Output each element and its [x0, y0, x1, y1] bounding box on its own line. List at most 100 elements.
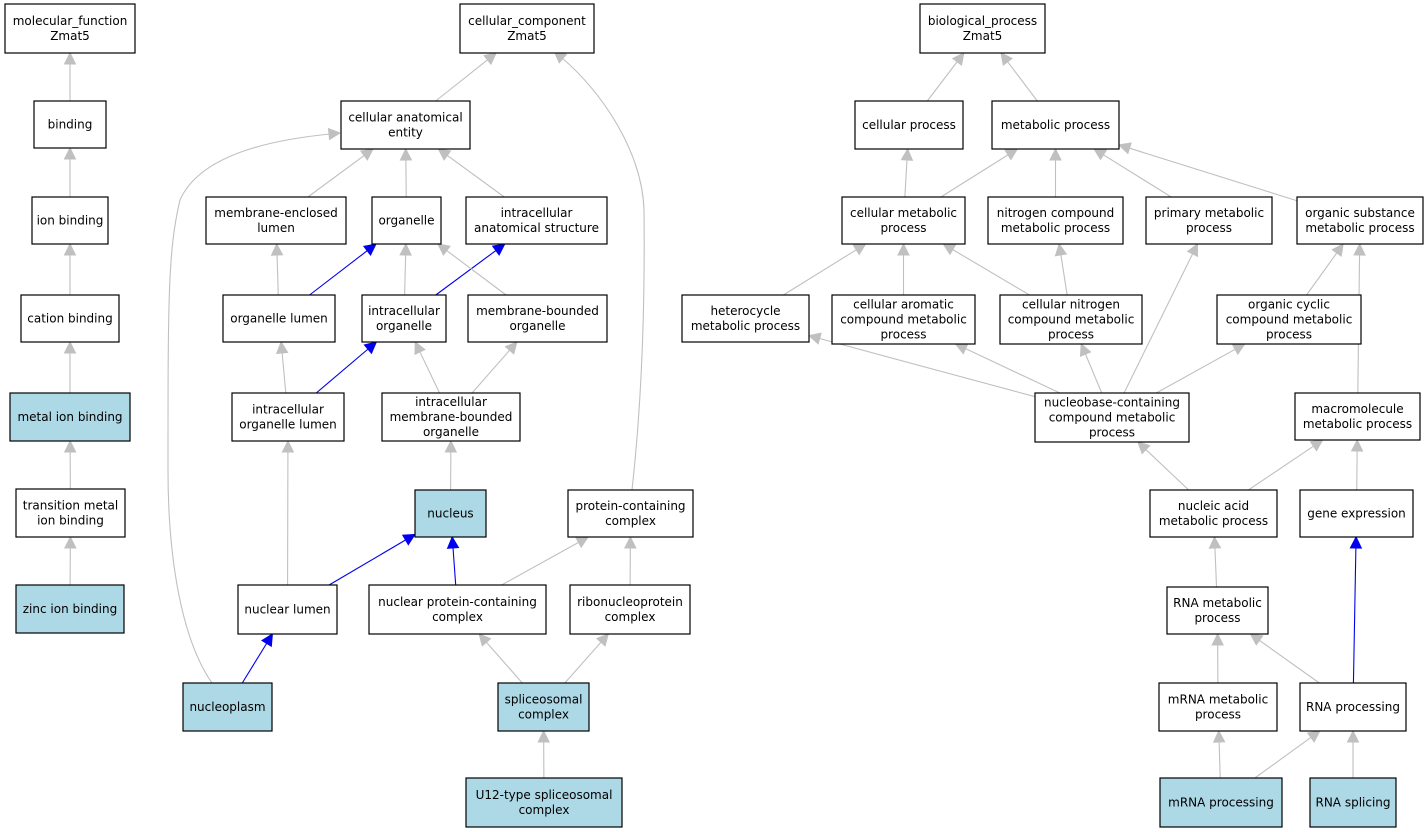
node-box[interactable] — [919, 3, 1046, 54]
node-box[interactable] — [999, 294, 1143, 345]
node-box[interactable] — [497, 682, 590, 732]
node-box[interactable] — [340, 100, 471, 150]
node-box[interactable] — [1296, 196, 1424, 245]
node-box[interactable] — [33, 100, 107, 149]
node-ion-binding[interactable]: ion binding — [31, 196, 109, 245]
node-mrna-processing[interactable]: mRNA processing — [1159, 777, 1283, 828]
node-box[interactable] — [841, 196, 966, 245]
node-box[interactable] — [831, 294, 976, 345]
node-nucleoplasm[interactable]: nucleoplasm — [182, 682, 273, 732]
node-box[interactable] — [371, 196, 442, 245]
node-cation-binding[interactable]: cation binding — [20, 294, 120, 343]
node-box[interactable] — [15, 488, 126, 538]
node-box[interactable] — [9, 392, 131, 442]
node-box[interactable] — [361, 294, 447, 343]
edge-cellular_process-to-bp_root — [926, 52, 965, 102]
node-box[interactable] — [854, 100, 964, 150]
node-rna-processing[interactable]: RNA processing — [1299, 682, 1407, 732]
node-label-line: metabolic process — [1001, 221, 1110, 235]
node-box[interactable] — [569, 584, 691, 635]
node-box[interactable] — [1166, 586, 1269, 635]
node-nuclear-lumen[interactable]: nuclear lumen — [237, 584, 338, 635]
edge-binding-to-mf_root — [63, 51, 77, 101]
node-box[interactable] — [1299, 489, 1414, 538]
node-box[interactable] — [231, 392, 345, 442]
node-box[interactable] — [1158, 682, 1278, 732]
node-box[interactable] — [237, 584, 338, 635]
node-box[interactable] — [987, 196, 1124, 245]
node-organelle[interactable]: organelle — [371, 196, 442, 245]
node-box[interactable] — [465, 196, 608, 245]
node-box[interactable] — [381, 392, 521, 442]
node-box[interactable] — [1309, 777, 1397, 828]
node-box[interactable] — [1159, 777, 1283, 828]
edge-rna_metabolic-to-nucleic_acid — [1208, 535, 1222, 588]
node-box[interactable] — [1034, 392, 1190, 443]
node-metabolic-process[interactable]: metabolic process — [991, 100, 1120, 150]
node-gene-expression[interactable]: gene expression — [1299, 489, 1414, 538]
node-box[interactable] — [459, 3, 595, 54]
node-metal-ion-binding[interactable]: metal ion binding — [9, 392, 131, 442]
node-box[interactable] — [1216, 294, 1362, 345]
node-box[interactable] — [31, 196, 109, 245]
node-label-line: binding — [48, 118, 93, 132]
edge-protein_complex-to-cc_root — [553, 50, 645, 491]
node-rna-splicing[interactable]: RNA splicing — [1309, 777, 1397, 828]
node-box[interactable] — [222, 294, 336, 343]
node-box[interactable] — [4, 3, 136, 54]
node-box[interactable] — [991, 100, 1120, 150]
node-binding[interactable]: binding — [33, 100, 107, 149]
node-box[interactable] — [205, 196, 347, 245]
node-box[interactable] — [20, 294, 120, 343]
node-box[interactable] — [1145, 196, 1273, 245]
node-box[interactable] — [15, 584, 125, 634]
node-box[interactable] — [465, 777, 623, 828]
node-box[interactable] — [681, 294, 810, 343]
node-box[interactable] — [1149, 489, 1278, 538]
edge-arrowhead — [1049, 147, 1062, 161]
node-box[interactable] — [1294, 392, 1421, 441]
node-box[interactable] — [182, 682, 273, 732]
node-box[interactable] — [1299, 682, 1407, 732]
node-box[interactable] — [467, 294, 608, 343]
node-zinc-ion-binding[interactable]: zinc ion binding — [15, 584, 125, 634]
node-nucleus[interactable]: nucleus — [414, 489, 487, 538]
node-label-line: cellular anatomical — [348, 111, 462, 125]
node-box[interactable] — [414, 489, 487, 538]
node-box[interactable] — [567, 489, 694, 538]
node-cellular-process[interactable]: cellular process — [854, 100, 964, 150]
node-box[interactable] — [368, 584, 547, 635]
edge-arrowhead — [362, 243, 377, 257]
edge-arrowhead — [261, 633, 274, 648]
node-organelle-lumen[interactable]: organelle lumen — [222, 294, 336, 343]
